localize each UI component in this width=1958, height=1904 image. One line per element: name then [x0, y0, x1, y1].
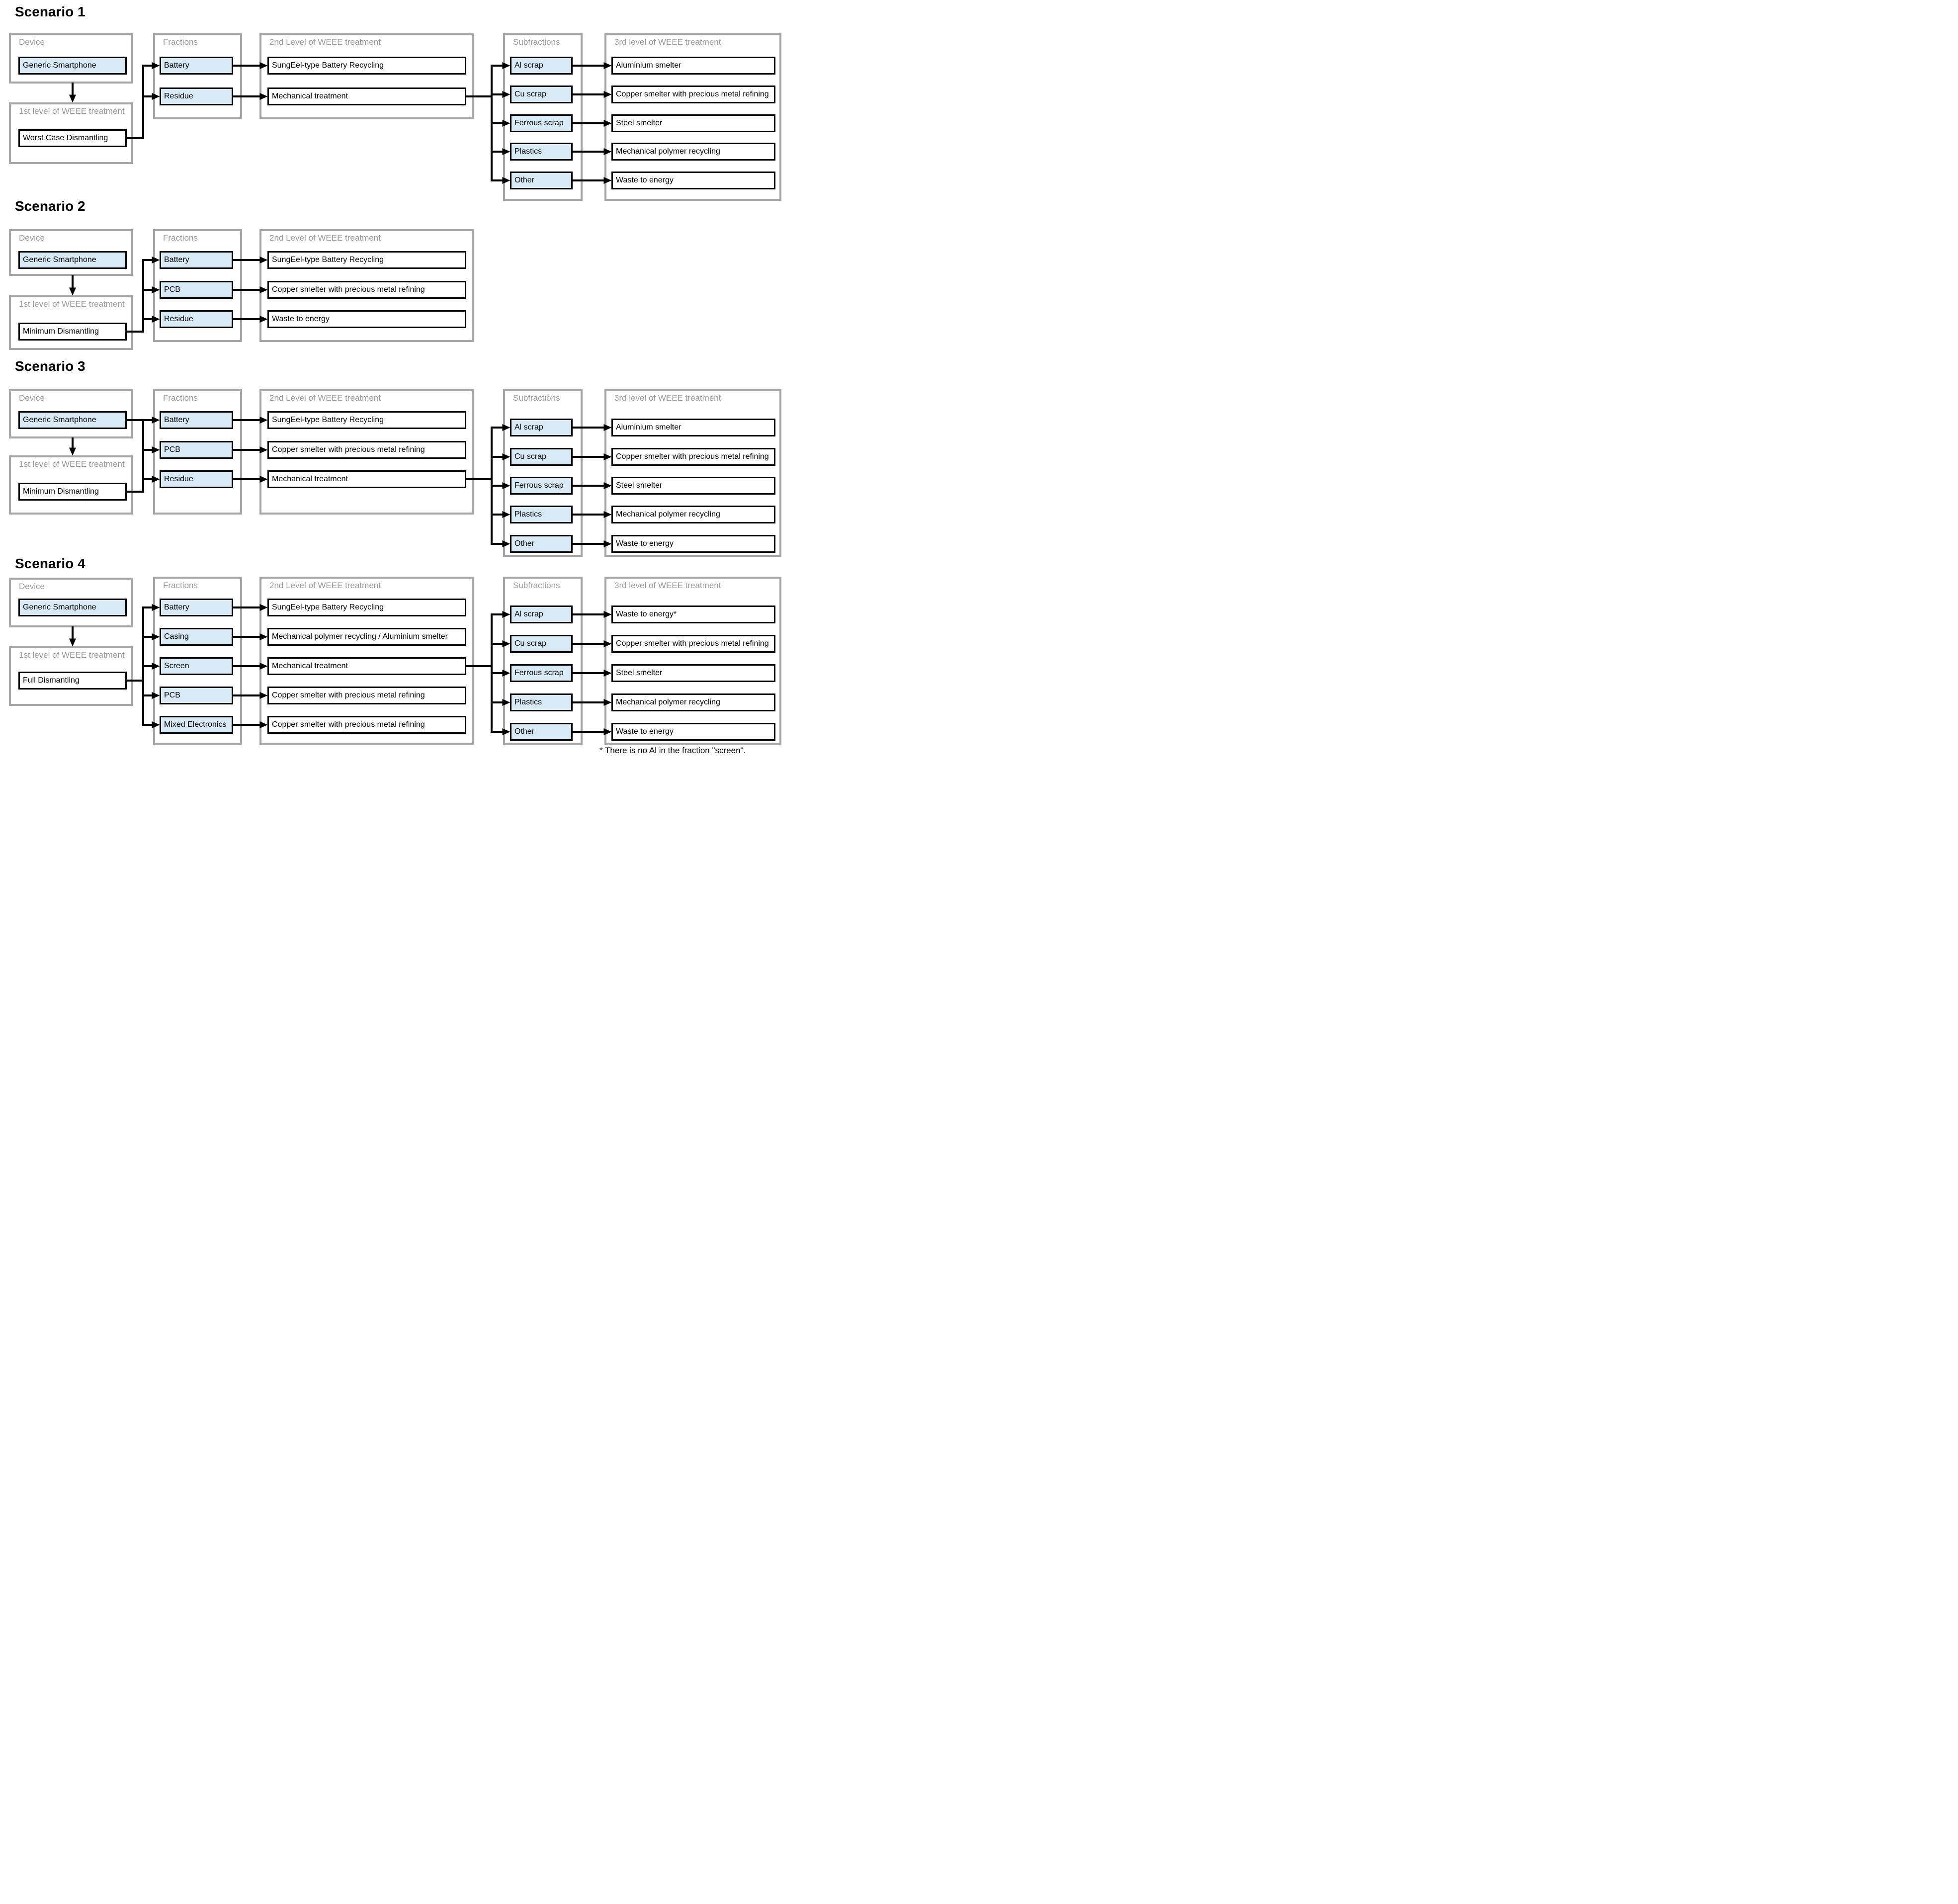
- device-box: Generic Smartphone: [18, 599, 127, 616]
- third-level-box: Waste to energy: [611, 535, 775, 553]
- subfraction-box: Other: [510, 723, 573, 741]
- fractions-container-label: Fractions: [163, 393, 198, 403]
- third-level-box: Steel smelter: [611, 477, 775, 495]
- first-level-container-label: 1st level of WEEE treatment: [19, 459, 125, 469]
- subfractions-container: [503, 577, 583, 745]
- first-level-box: Minimum Dismantling: [18, 323, 127, 341]
- subfraction-box: Cu scrap: [510, 635, 573, 653]
- footnote: * There is no Al in the fraction "screen…: [599, 746, 746, 755]
- device-container-label: Device: [19, 233, 45, 243]
- fraction-box: PCB: [160, 281, 233, 299]
- weee-scenarios-diagram: * There is no Al in the fraction "screen…: [0, 0, 783, 762]
- second-level-box: SungEel-type Battery Recycling: [267, 57, 466, 75]
- subfraction-box: Plastics: [510, 143, 573, 161]
- subfractions-container-label: Subfractions: [513, 581, 560, 590]
- third-level-box: Waste to energy: [611, 723, 775, 741]
- second-level-container-label: 2nd Level of WEEE treatment: [269, 37, 381, 47]
- fractions-container-label: Fractions: [163, 37, 198, 47]
- subfraction-box: Ferrous scrap: [510, 477, 573, 495]
- device-container-label: Device: [19, 37, 45, 47]
- first-level-box: Minimum Dismantling: [18, 483, 127, 501]
- second-level-box: Mechanical polymer recycling / Aluminium…: [267, 628, 466, 646]
- subfractions-container-label: Subfractions: [513, 393, 560, 403]
- subfraction-box: Other: [510, 535, 573, 553]
- fractions-container-label: Fractions: [163, 581, 198, 590]
- second-level-box: Waste to energy: [267, 310, 466, 328]
- second-level-container-label: 2nd Level of WEEE treatment: [269, 233, 381, 243]
- fraction-box: Battery: [160, 57, 233, 75]
- first-level-container-label: 1st level of WEEE treatment: [19, 299, 125, 309]
- third-level-box: Mechanical polymer recycling: [611, 143, 775, 161]
- subfraction-box: Al scrap: [510, 419, 573, 436]
- fraction-box: Residue: [160, 310, 233, 328]
- first-level-box: Worst Case Dismantling: [18, 129, 127, 147]
- fraction-box: Battery: [160, 411, 233, 429]
- second-level-container-label: 2nd Level of WEEE treatment: [269, 581, 381, 590]
- subfractions-container: [503, 389, 583, 557]
- device-box: Generic Smartphone: [18, 411, 127, 429]
- second-level-container-label: 2nd Level of WEEE treatment: [269, 393, 381, 403]
- scenario-title: Scenario 1: [15, 4, 85, 19]
- third-level-box: Steel smelter: [611, 664, 775, 682]
- device-box: Generic Smartphone: [18, 57, 127, 75]
- scenario-title: Scenario 2: [15, 198, 85, 214]
- third-level-box: Copper smelter with precious metal refin…: [611, 448, 775, 466]
- fractions-container-label: Fractions: [163, 233, 198, 243]
- subfraction-box: Ferrous scrap: [510, 114, 573, 132]
- scenario-title: Scenario 4: [15, 556, 85, 571]
- fraction-box: PCB: [160, 441, 233, 459]
- third-level-container-label: 3rd level of WEEE treatment: [614, 393, 721, 403]
- second-level-box: Mechanical treatment: [267, 87, 466, 105]
- third-level-box: Copper smelter with precious metal refin…: [611, 86, 775, 103]
- third-level-container-label: 3rd level of WEEE treatment: [614, 37, 721, 47]
- third-level-box: Steel smelter: [611, 114, 775, 132]
- fraction-box: Residue: [160, 87, 233, 105]
- third-level-box: Aluminium smelter: [611, 57, 775, 75]
- first-level-container-label: 1st level of WEEE treatment: [19, 106, 125, 116]
- subfraction-box: Ferrous scrap: [510, 664, 573, 682]
- device-box: Generic Smartphone: [18, 251, 127, 269]
- fraction-box: Casing: [160, 628, 233, 646]
- second-level-box: Mechanical treatment: [267, 470, 466, 488]
- first-level-container-label: 1st level of WEEE treatment: [19, 650, 125, 660]
- third-level-box: Aluminium smelter: [611, 419, 775, 436]
- second-level-box: Copper smelter with precious metal refin…: [267, 687, 466, 704]
- second-level-box: Copper smelter with precious metal refin…: [267, 281, 466, 299]
- third-level-box: Mechanical polymer recycling: [611, 506, 775, 523]
- subfraction-box: Cu scrap: [510, 86, 573, 103]
- first-level-box: Full Dismantling: [18, 672, 127, 690]
- second-level-box: SungEel-type Battery Recycling: [267, 599, 466, 616]
- second-level-box: SungEel-type Battery Recycling: [267, 251, 466, 269]
- subfraction-box: Cu scrap: [510, 448, 573, 466]
- third-level-container: [604, 577, 781, 745]
- second-level-box: Copper smelter with precious metal refin…: [267, 441, 466, 459]
- device-container-label: Device: [19, 393, 45, 403]
- subfractions-container-label: Subfractions: [513, 37, 560, 47]
- second-level-box: SungEel-type Battery Recycling: [267, 411, 466, 429]
- third-level-box: Mechanical polymer recycling: [611, 693, 775, 711]
- fraction-box: Battery: [160, 599, 233, 616]
- second-level-box: Copper smelter with precious metal refin…: [267, 716, 466, 734]
- fraction-box: Residue: [160, 470, 233, 488]
- scenario-title: Scenario 3: [15, 358, 85, 374]
- third-level-box: Waste to energy*: [611, 606, 775, 623]
- subfraction-box: Al scrap: [510, 606, 573, 623]
- third-level-box: Copper smelter with precious metal refin…: [611, 635, 775, 653]
- device-container-label: Device: [19, 582, 45, 591]
- third-level-container: [604, 389, 781, 557]
- third-level-container-label: 3rd level of WEEE treatment: [614, 581, 721, 590]
- fraction-box: Screen: [160, 657, 233, 675]
- fraction-box: Battery: [160, 251, 233, 269]
- subfraction-box: Other: [510, 172, 573, 189]
- subfraction-box: Plastics: [510, 506, 573, 523]
- subfraction-box: Al scrap: [510, 57, 573, 75]
- second-level-box: Mechanical treatment: [267, 657, 466, 675]
- third-level-box: Waste to energy: [611, 172, 775, 189]
- fraction-box: Mixed Electronics: [160, 716, 233, 734]
- subfraction-box: Plastics: [510, 693, 573, 711]
- fraction-box: PCB: [160, 687, 233, 704]
